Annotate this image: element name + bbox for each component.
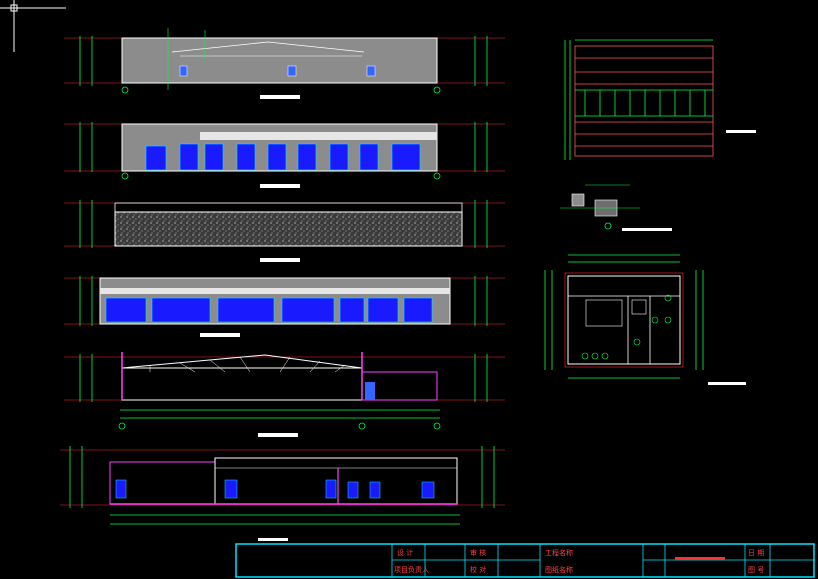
tb-date: 日 期: [748, 549, 764, 557]
tb-review: 审 核: [470, 548, 486, 557]
tb-check: 校 对: [470, 565, 486, 574]
section-1: [64, 352, 505, 437]
floor-plan-detail: [544, 254, 746, 385]
elevation-3: [64, 200, 505, 262]
tb-no: 图 号: [748, 566, 764, 574]
tb-design: 设 计: [397, 548, 413, 557]
elevation-4: [64, 276, 505, 337]
section-2: [60, 446, 505, 541]
tb-design-lead: 项目负责人: [394, 565, 429, 574]
brick-wall-detail: [564, 39, 756, 160]
tb-sheet: 图纸名称: [545, 565, 573, 574]
small-detail: [560, 184, 672, 231]
ucs-crosshair-icon: [0, 0, 66, 52]
elevation-1: [64, 28, 505, 99]
elevation-2: [64, 122, 505, 188]
tb-project: 工程名称: [545, 548, 573, 557]
title-block: 设 计 项目负责人 审 核 校 对 工程名称 图纸名称 日 期 图 号: [235, 543, 815, 578]
